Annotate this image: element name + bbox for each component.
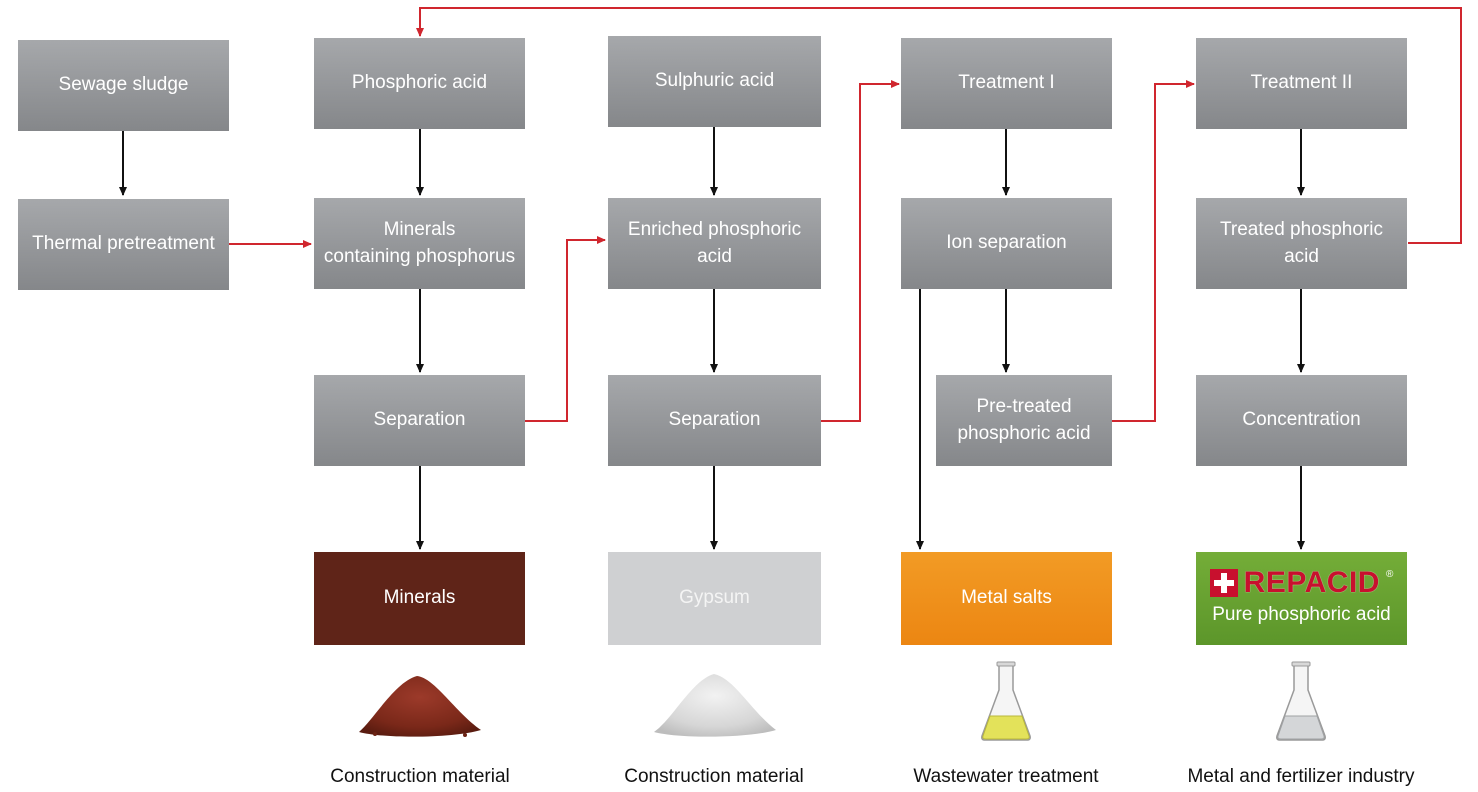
concentration-box: Concentration xyxy=(1196,375,1407,466)
caption-minerals-use: Construction material xyxy=(330,766,510,787)
pretreated-phosphoric-acid-box: Pre-treated phosphoric acid xyxy=(936,375,1112,466)
caption-metal-salts-use: Wastewater treatment xyxy=(913,766,1099,787)
treatment-2-box: Treatment II xyxy=(1196,38,1407,129)
repacid-brand: REPACID xyxy=(1243,566,1380,600)
minerals-pile-icon xyxy=(359,676,481,737)
pure-phosphoric-acid-label: Pure phosphoric acid xyxy=(1212,604,1391,626)
red-arrow-separation-to-treatment1 xyxy=(821,80,900,422)
phosphoric-acid-box: Phosphoric acid xyxy=(314,38,525,129)
separation-box-2: Separation xyxy=(608,375,821,466)
repacid-output-box: REPACID ® Pure phosphoric acid xyxy=(1196,552,1407,645)
ion-separation-box: Ion separation xyxy=(901,198,1112,289)
sewage-sludge-box: Sewage sludge xyxy=(18,40,229,131)
clear-flask-icon xyxy=(1276,661,1326,741)
treatment-1-box: Treatment I xyxy=(901,38,1112,129)
gypsum-pile-icon xyxy=(654,674,776,737)
caption-gypsum-use: Construction material xyxy=(624,766,804,787)
gypsum-output-box: Gypsum xyxy=(608,552,821,645)
sulphuric-acid-box: Sulphuric acid xyxy=(608,36,821,127)
repacid-logo: REPACID ® xyxy=(1209,566,1394,600)
red-arrow-separation-to-enriched xyxy=(525,236,606,422)
separation-box-1: Separation xyxy=(314,375,525,466)
minerals-output-box: Minerals xyxy=(314,552,525,645)
caption-repacid-use: Metal and fertilizer industry xyxy=(1187,766,1415,787)
enriched-phosphoric-acid-box: Enriched phosphoric acid xyxy=(608,198,821,289)
treated-phosphoric-acid-box: Treated phosphoric acid xyxy=(1196,198,1407,289)
red-arrow-pretreated-to-treatment2 xyxy=(1112,80,1195,422)
thermal-pretreatment-box: Thermal pretreatment xyxy=(18,199,229,290)
registered-mark: ® xyxy=(1385,569,1394,581)
yellow-flask-icon xyxy=(981,661,1031,741)
minerals-containing-phosphorus-box: Minerals containing phosphorus xyxy=(314,198,525,289)
metal-salts-output-box: Metal salts xyxy=(901,552,1112,645)
repacid-cross-icon xyxy=(1209,569,1238,598)
